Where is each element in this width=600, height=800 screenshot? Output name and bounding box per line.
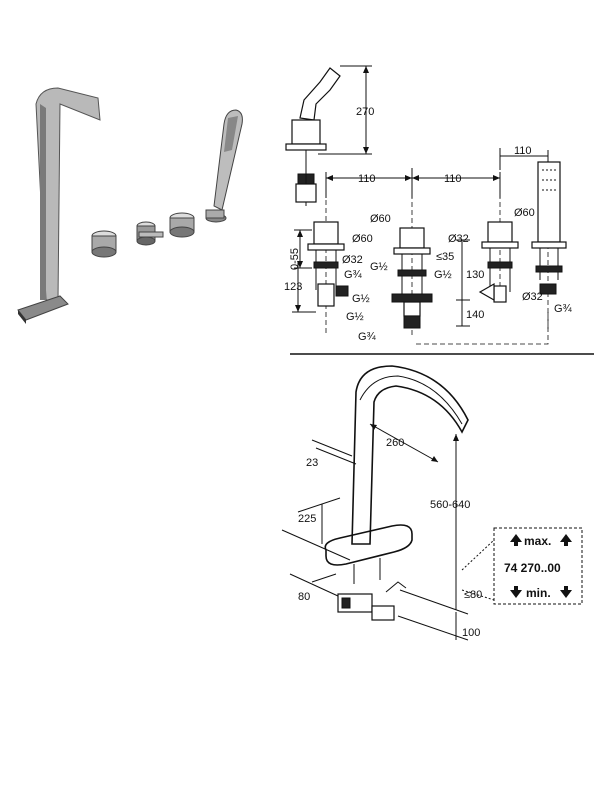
- knob-left: [91, 230, 117, 258]
- hand-shower: [205, 109, 243, 223]
- adjust-range-box: max. 74 270..00 min.: [493, 527, 583, 605]
- dim-110-left: 110: [358, 173, 376, 185]
- thread-g12-b: G½: [370, 261, 388, 273]
- thread-g34-b: G¾: [358, 331, 377, 343]
- thread-g34-a: G¾: [344, 269, 363, 281]
- dim-123: 123: [284, 281, 302, 293]
- dim-140: 140: [466, 309, 484, 321]
- dim-560-640: 560-640: [430, 499, 470, 511]
- product-photo: [17, 87, 243, 324]
- dia-60-center: Ø60: [370, 213, 391, 225]
- thread-g34-c: G¾: [554, 303, 573, 315]
- arrow-down-icon: [510, 586, 572, 598]
- knob-center: [136, 221, 164, 246]
- dim-80: 80: [298, 591, 310, 603]
- dim-100: 100: [462, 627, 480, 639]
- dia-32-center: Ø32: [448, 233, 469, 245]
- dim-0-55: 0-55: [289, 248, 301, 270]
- thread-g12-c: G½: [434, 269, 452, 281]
- thread-g12-a: G½: [346, 311, 364, 323]
- bottom-drawing: 260 23 560-640 225 80 ≤80 100 max.: [281, 365, 583, 641]
- dim-130: 130: [466, 269, 484, 281]
- dim-110-right: 110: [444, 173, 462, 185]
- dim-23: 23: [306, 457, 318, 469]
- dim-270: 270: [356, 106, 374, 118]
- article-number: 74 270..00: [504, 561, 561, 575]
- thread-g12-d: G½: [352, 293, 370, 305]
- dia-60-right: Ø60: [514, 207, 535, 219]
- arrow-up-icon: [510, 534, 572, 546]
- dim-110-shower: 110: [514, 145, 532, 157]
- dim-max-80: ≤80: [464, 589, 482, 601]
- top-drawing: 270 110 110 110 Ø60 Ø32 G¾ G½ 0-55: [284, 65, 573, 345]
- dim-225: 225: [298, 513, 316, 525]
- min-label: min.: [526, 586, 551, 600]
- dim-260: 260: [386, 437, 404, 449]
- max-label: max.: [524, 534, 551, 548]
- dia-60-left: Ø60: [352, 233, 373, 245]
- dia-32-right: Ø32: [522, 291, 543, 303]
- knob-right: [169, 212, 195, 238]
- max-35: ≤35: [436, 251, 454, 263]
- dia-32-left: Ø32: [342, 254, 363, 266]
